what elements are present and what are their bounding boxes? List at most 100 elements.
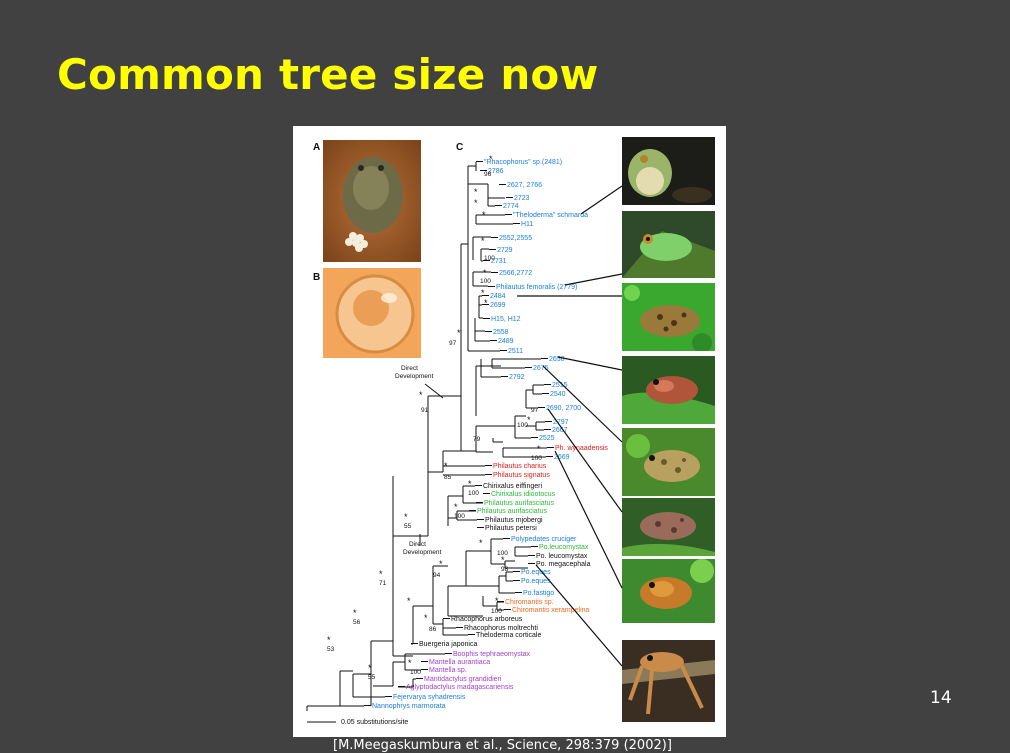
support-value: 100 [454,513,465,520]
taxon-label: H11 [521,221,533,228]
taxon-label: Fejervarya syhadrensis [393,694,466,701]
support-value: * [495,596,499,606]
support-value: * [419,390,423,400]
support-value: * [327,635,331,645]
support-value: 55 [404,523,412,530]
panel-label: A [313,142,320,153]
taxon-label: "Theloderma" schmarda [513,212,588,219]
taxon-label: H15, H12 [491,316,521,323]
support-value: * [537,444,541,454]
support-value: * [479,538,483,548]
photo-connector [536,565,622,666]
photo-connector [581,186,622,214]
taxon-label: 2558 [493,329,509,336]
taxon-label: Po.fastigo [523,590,554,597]
dd-annotation-2-word1: Direct [409,541,426,548]
photo-connector [558,357,622,370]
dd-annotation-1-word2: Development [395,373,433,380]
dd-annotation-1-word1: Direct [401,365,418,372]
taxon-label: Mantidactylus grandidieri [424,676,502,683]
taxon-label: 2540 [550,391,566,398]
taxon-label: Chirixalus eiffingeri [483,483,542,490]
taxon-label: Rhacophorus arboreus [451,616,523,623]
support-value: 100 [491,608,502,615]
support-value: 55 [368,674,376,681]
support-value: 91 [421,407,429,414]
taxon-label: Chiromantis xerampelina [512,607,590,614]
support-value: 100 [480,278,491,285]
support-value: * [408,658,412,668]
slide-number: 14 [930,688,952,708]
support-value: * [439,559,443,569]
support-value: * [501,555,505,565]
taxon-label: Philautus aurifasciatus [477,508,548,515]
taxon-label: 2690, 2700 [546,405,581,412]
photo-connector [565,274,622,285]
taxon-label: 2729 [497,247,513,254]
taxon-label: Polypedates cruciger [511,536,577,543]
panel-label: B [313,272,320,283]
taxon-label: 2792 [509,374,525,381]
support-value: * [481,288,485,298]
taxon-label: Nannophrys marmorata [372,703,446,710]
support-value: * [489,154,493,164]
support-value: * [457,328,461,338]
support-value: 100 [410,669,421,676]
support-value: 97 [531,407,539,414]
taxon-label: Philautus petersi [485,525,537,532]
support-value: 100 [484,255,495,262]
taxon-label: Theloderma corticale [476,632,541,639]
taxon-label: Po.eques [521,569,551,576]
slide-title: Common tree size now [57,50,598,99]
taxon-label: Mantella sp. [429,667,467,674]
support-value: * [474,187,478,197]
support-value: * [404,512,408,522]
citation: [M.Meegaskumbura et al., Science, 298:37… [333,738,672,753]
support-value: * [353,608,357,618]
taxon-label: Buergeria japonica [419,641,477,648]
taxon-label: Po. leucomystax [536,553,588,560]
taxon-label: 2566,2772 [499,270,532,277]
taxon-label: 2699 [490,302,506,309]
support-value: 96 [484,171,492,178]
support-value: 97 [449,340,457,347]
taxon-label: 2484 [490,293,506,300]
support-value: * [468,479,472,489]
support-value: 56 [353,619,361,626]
taxon-label: 2658 [549,356,565,363]
support-value: 85 [444,474,452,481]
taxon-label: 2774 [503,203,519,210]
taxon-label: Rhacophorus moltrechti [464,625,538,632]
taxon-label: "Rhacophorus" sp.(2481) [484,159,562,166]
taxon-label: 2489 [498,338,514,345]
taxon-label: 2511 [508,348,523,355]
dd-annotation-2-word2: Development [403,549,441,556]
support-value: * [379,569,383,579]
taxon-label: Mantella aurantiaca [429,659,490,666]
taxon-label: Ph. wynaadensis [555,445,608,452]
taxon-label: Aglyptodactylus madagascariensis [406,684,514,691]
scale-label: 0.05 substitutions/site [341,719,408,726]
taxon-label: 2627, 2766 [507,182,542,189]
support-value: 86 [429,626,437,633]
taxon-label: Po.leucomystax [539,544,589,551]
support-value: * [527,415,531,425]
support-value: * [484,298,488,308]
support-value: 100 [531,455,542,462]
support-value: * [407,596,411,606]
taxon-label: Philautus signatus [493,472,550,479]
taxon-label: 2525 [539,435,555,442]
taxon-label: Chiromantis sp. [505,599,554,606]
taxon-label: Po.eques [521,578,551,585]
taxon-label: 2552,2555 [499,235,532,242]
support-value: 100 [468,490,479,497]
taxon-label: 2723 [514,195,530,202]
taxon-label: Boophis tephraeomystax [453,651,531,658]
support-value: * [474,198,478,208]
taxon-label: Philautus charius [493,463,547,470]
taxon-label: Po. megacephala [536,561,591,568]
support-value: 79 [473,436,481,443]
support-value: 53 [327,646,335,653]
